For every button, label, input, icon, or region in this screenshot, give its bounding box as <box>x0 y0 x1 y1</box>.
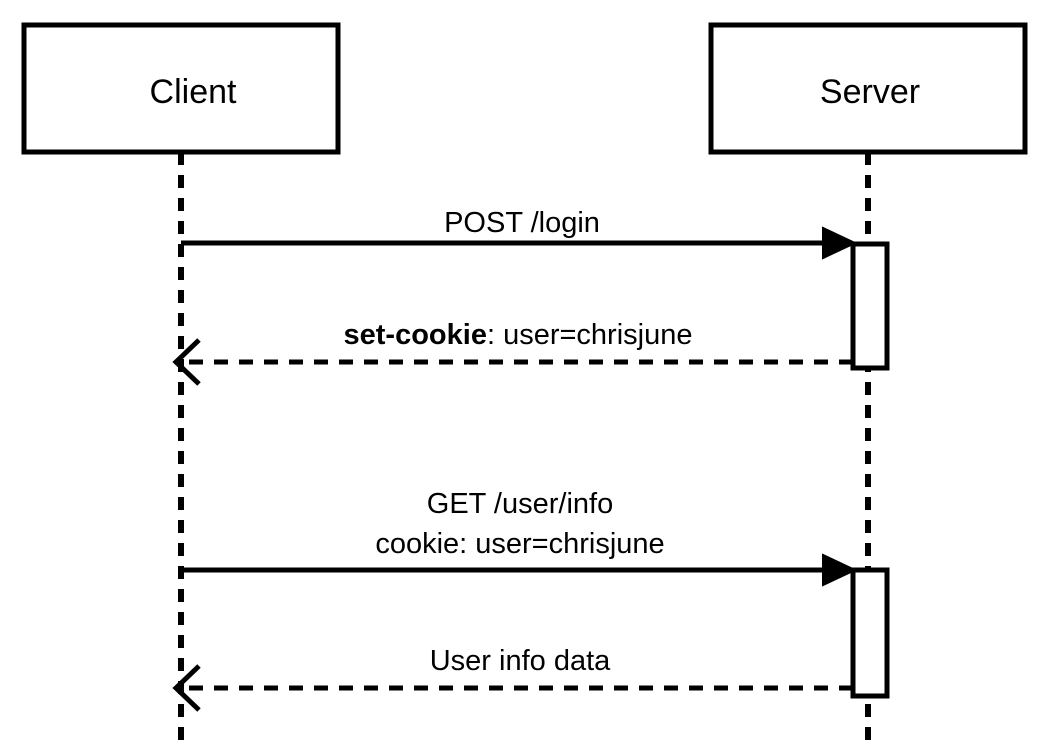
message-label-post-login: POST /login <box>444 207 600 239</box>
message-label-set-cookie-rest: : user=chrisjune <box>487 319 693 351</box>
participant-label-client: Client <box>150 73 237 111</box>
activation-bar-server-1[interactable] <box>850 241 890 371</box>
arrowhead-filled-post-login <box>822 226 858 260</box>
participant-label-server: Server <box>820 73 920 111</box>
message-label-get-user-info-line1: GET /user/info <box>427 488 613 520</box>
arrowhead-filled-get-user-info <box>822 553 858 587</box>
participant-box-server[interactable] <box>708 22 1028 155</box>
activation-bar-server-2[interactable] <box>850 567 890 699</box>
arrowhead-open-user-info-data <box>172 664 201 712</box>
arrowhead-open-set-cookie <box>172 338 201 386</box>
message-label-user-info-data: User info data <box>430 645 611 677</box>
message-label-get-user-info-line2: cookie: user=chrisjune <box>375 528 664 560</box>
message-label-set-cookie: set-cookie: user=chrisjune <box>344 319 693 351</box>
message-label-set-cookie-bold: set-cookie <box>344 319 487 351</box>
participant-box-client[interactable] <box>21 22 341 155</box>
